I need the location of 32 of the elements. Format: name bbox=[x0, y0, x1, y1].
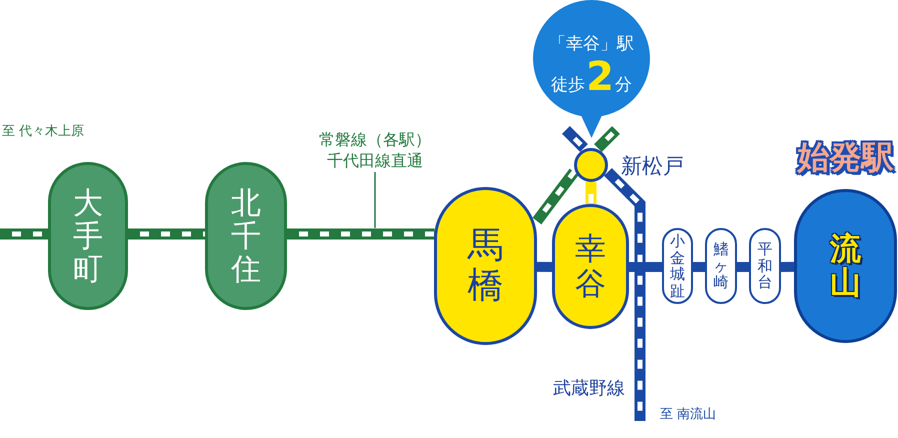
station-name: 鰭ヶ崎 bbox=[714, 241, 728, 291]
station-name: 幸谷 bbox=[575, 232, 606, 301]
station-name: 平和台 bbox=[758, 241, 772, 291]
caption-heading: 始発駅 bbox=[796, 137, 895, 178]
railway-line bbox=[737, 262, 749, 272]
line-name: 武蔵野線 bbox=[553, 377, 625, 400]
railway-line bbox=[629, 262, 662, 272]
transfer-connector bbox=[586, 182, 596, 204]
station-circle bbox=[574, 148, 608, 182]
railway-line bbox=[693, 262, 705, 272]
railway-line bbox=[604, 168, 646, 421]
direction-label: 至 代々木上原 bbox=[2, 123, 84, 140]
station-name: 大手町 bbox=[73, 186, 103, 286]
railway-line bbox=[536, 262, 552, 272]
railway-line bbox=[287, 228, 434, 240]
station-pill bbox=[749, 228, 781, 304]
station-name: 小金城趾 bbox=[670, 233, 685, 299]
station-pill bbox=[705, 228, 737, 304]
station-name: 北千住 bbox=[231, 186, 261, 286]
railway-line bbox=[594, 126, 620, 152]
leader-line bbox=[374, 172, 376, 228]
station-name: 馬橋 bbox=[468, 226, 504, 306]
railway-line bbox=[562, 126, 588, 152]
railway-line bbox=[128, 228, 205, 240]
railway-line bbox=[532, 168, 578, 224]
station-name: 新松戸 bbox=[621, 153, 684, 180]
direction-label: 至 南流山 bbox=[660, 406, 716, 423]
railway-line bbox=[0, 228, 48, 240]
railway-line bbox=[780, 262, 794, 272]
route-label: 常磐線（各駅）千代田線直通 bbox=[315, 130, 435, 172]
station-pill bbox=[662, 228, 693, 304]
station-name: 流山 bbox=[830, 232, 861, 300]
